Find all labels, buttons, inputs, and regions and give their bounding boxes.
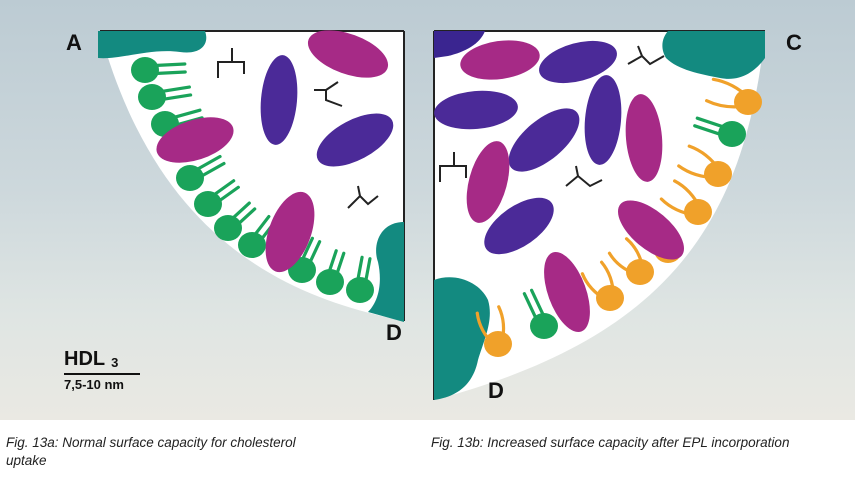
hdl-label: HDL 3 7,5-10 nm	[64, 348, 140, 392]
hdl-underline	[64, 373, 140, 375]
label-c: C	[786, 30, 802, 55]
hdl-subscript: 3	[111, 355, 118, 370]
label-a: A	[66, 30, 82, 55]
hdl-title: HDL	[64, 348, 105, 371]
hdl-size: 7,5-10 nm	[64, 377, 140, 392]
label-d-right: D	[488, 378, 504, 403]
caption-left: Fig. 13a: Normal surface capacity for ch…	[6, 434, 336, 470]
label-d-left: D	[386, 320, 402, 345]
caption-right: Fig. 13b: Increased surface capacity aft…	[431, 434, 811, 452]
